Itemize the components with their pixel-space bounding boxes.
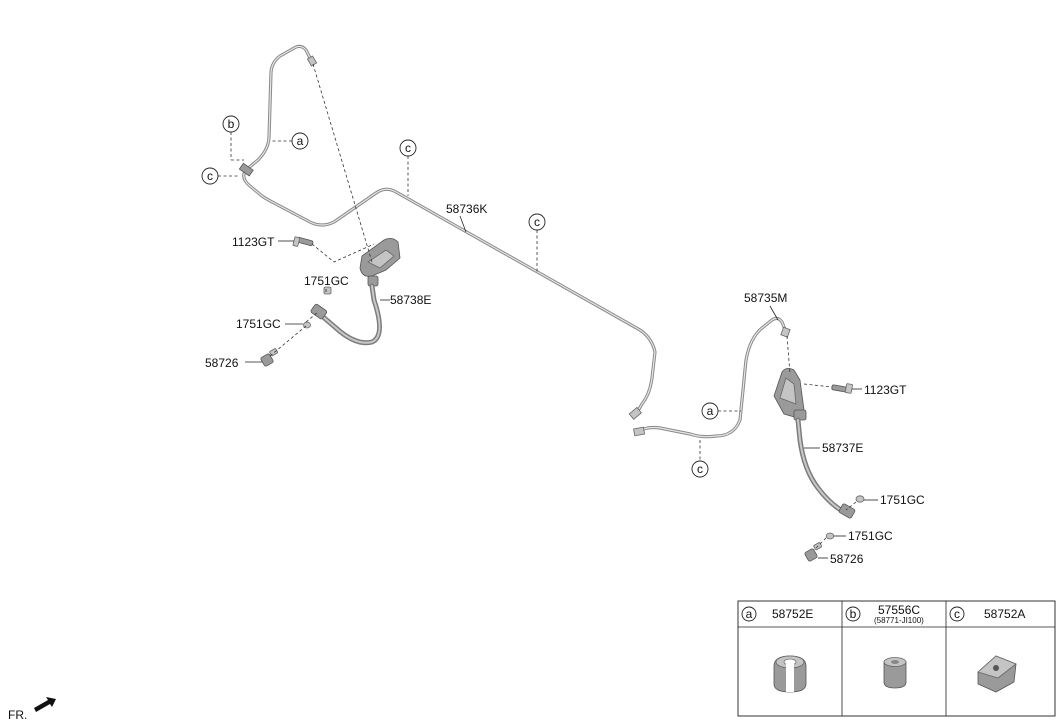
right-washer-1751GC-1 [855,495,865,503]
ref-c-top: c [399,139,417,157]
ref-c-mid: c [528,213,546,231]
right-bolt-1123GT [831,383,853,394]
label-58726-left: 58726 [205,356,239,370]
svg-text:c: c [534,215,540,229]
svg-text:c: c [405,141,411,155]
label-58735M: 58735M [744,291,787,305]
front-arrow-icon [34,697,56,712]
svg-text:c: c [697,462,703,476]
label-1751GC-right-2: 1751GC [848,529,893,543]
ref-a-left: a [291,132,309,150]
right-hose-bracket [773,368,807,421]
front-direction-marker: FR. [8,697,56,722]
svg-text:c: c [207,169,213,183]
label-58726-right: 58726 [830,552,864,566]
ref-c-left: c [201,167,219,185]
right-brake-tube [633,316,791,439]
label-1751GC-right-1: 1751GC [880,493,925,507]
clip-58752A-icon [977,655,1017,693]
label-58736K: 58736K [446,202,487,216]
svg-text:a: a [707,404,714,418]
svg-text:a: a [297,134,304,148]
svg-text:b: b [228,117,235,131]
legend-cell-a: a 58752E [741,606,813,693]
clip-58752E-icon [773,655,807,693]
legend-table: a 58752E b 57556C (58771-JI100) c 587 [737,600,1056,717]
label-58738E: 58738E [390,293,431,307]
label-1751GC-left-1: 1751GC [304,274,349,288]
label-1123GT-left: 1123GT [232,235,275,249]
svg-text:b: b [850,607,857,621]
grommet-57556C-icon [883,657,907,689]
svg-text:FR.: FR. [8,708,27,722]
label-1751GC-left-2: 1751GC [236,317,281,331]
ref-b-left: b [222,115,240,133]
left-upper-brake-tube [238,44,657,420]
left-brake-hose [310,283,382,346]
svg-text:c: c [954,607,960,621]
ref-a-right: a [701,402,719,420]
svg-text:58752A: 58752A [984,607,1025,621]
label-58737E: 58737E [822,441,863,455]
left-hose-bracket [359,238,401,287]
leader-lines [218,63,878,559]
legend-cell-c: c 58752A [949,606,1025,693]
legend-cell-b: b 57556C (58771-JI100) [845,603,924,689]
svg-text:(58771-JI100): (58771-JI100) [874,616,924,625]
label-1123GT-right: 1123GT [864,383,907,397]
left-bolt-1123GT [292,236,314,247]
svg-text:57556C: 57556C [878,603,920,617]
left-bolt-58726 [260,348,278,367]
svg-text:58752E: 58752E [772,607,813,621]
right-bolt-58726 [804,542,822,562]
right-washer-1751GC-2 [825,532,835,540]
right-brake-hose [795,417,856,519]
svg-text:a: a [746,607,753,621]
ref-c-bottom: c [691,460,709,478]
